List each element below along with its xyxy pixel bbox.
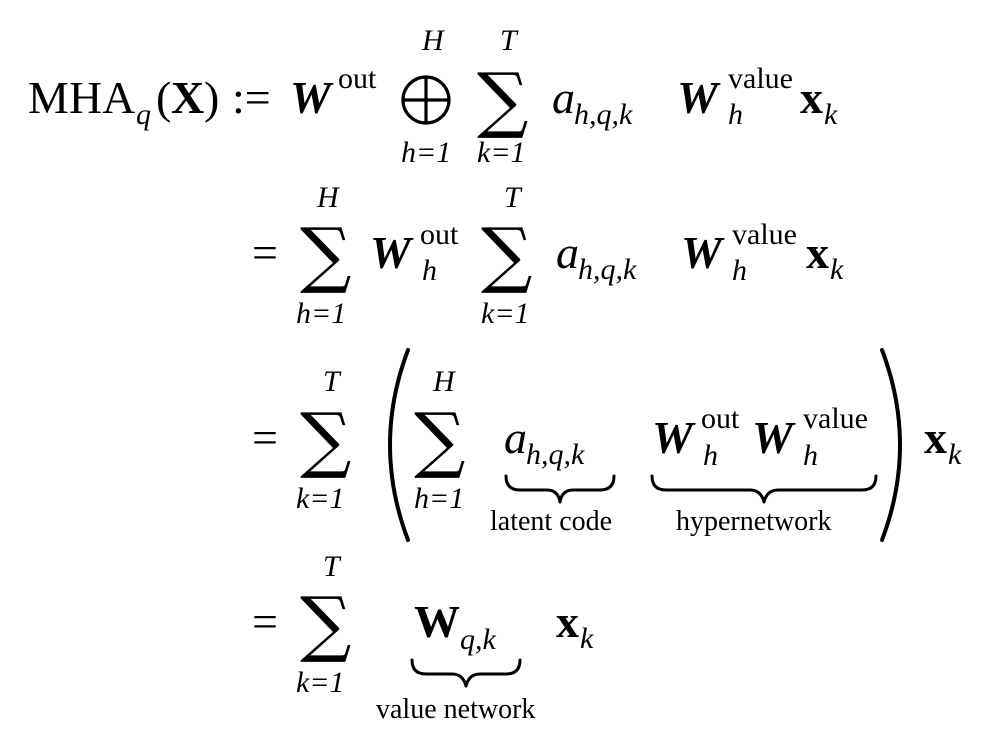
x-subscript: k	[830, 253, 844, 286]
sum-operator: ∑	[300, 212, 351, 296]
w-value-subscript: h	[732, 254, 747, 287]
sum-operator: ∑	[414, 397, 465, 481]
w-value-superscript: value	[732, 218, 797, 251]
direct-sum-upper-limit: H	[421, 24, 446, 57]
sum-upper-limit: T	[504, 181, 523, 214]
sum-upper-limit: H	[432, 365, 457, 398]
sum-lower-limit: k=1	[296, 666, 345, 699]
w-value-subscript: h	[728, 98, 743, 131]
define-operator: :=	[232, 72, 271, 123]
x-subscript: k	[948, 438, 962, 471]
lhs-subscript: q	[136, 98, 151, 131]
attention-symbol: a	[556, 227, 579, 278]
w-out-superscript: out	[338, 62, 377, 95]
hypernetwork-label: hypernetwork	[676, 506, 832, 537]
attention-subscript: h,q,k	[574, 98, 633, 131]
x-symbol: x	[556, 596, 579, 647]
underbrace-valuenet	[410, 658, 522, 688]
sum-lower-limit: k=1	[481, 297, 530, 330]
sum-upper-limit: T	[500, 24, 519, 57]
sum-lower-limit: h=1	[296, 297, 346, 330]
big-right-parenthesis	[880, 348, 902, 542]
lhs-close-paren: )	[204, 72, 219, 123]
w-qk-subscript: q,k	[460, 623, 497, 656]
w-out-subscript: h	[422, 254, 437, 287]
equals-sign: =	[252, 412, 278, 463]
attention-subscript: h,q,k	[526, 438, 585, 471]
w-value-superscript: value	[728, 62, 793, 95]
sum-lower-limit: k=1	[296, 482, 345, 515]
sum-lower-limit: k=1	[477, 136, 526, 169]
w-value-superscript: value	[803, 402, 868, 435]
sum-upper-limit: H	[316, 181, 341, 214]
x-subscript: k	[824, 98, 838, 131]
w-out-symbol: W	[652, 412, 696, 463]
big-left-parenthesis	[388, 348, 410, 542]
sum-operator: ∑	[481, 212, 532, 296]
w-out-subscript: h	[703, 439, 718, 472]
w-value-symbol: W	[677, 72, 721, 123]
w-value-subscript: h	[803, 439, 818, 472]
sum-operator: ∑	[300, 581, 351, 665]
w-qk-symbol: W	[414, 596, 460, 647]
equation-line-1: MHA q ( X ) := W out H h=1 ∑ T k=1 a h,q…	[28, 24, 838, 169]
lhs-argument: X	[171, 72, 204, 123]
w-out-symbol: W	[370, 227, 414, 278]
lhs-open-paren: (	[156, 72, 171, 123]
x-symbol: x	[924, 412, 947, 463]
sum-operator: ∑	[477, 57, 528, 141]
sum-lower-limit: h=1	[414, 482, 464, 515]
w-value-symbol: W	[681, 227, 725, 278]
w-out-superscript: out	[701, 402, 740, 435]
sum-upper-limit: T	[323, 365, 342, 398]
latent-code-label: latent code	[490, 506, 612, 537]
attention-symbol: a	[504, 412, 527, 463]
equals-sign: =	[252, 596, 278, 647]
direct-sum-lower-limit: h=1	[401, 136, 451, 169]
attention-subscript: h,q,k	[578, 253, 637, 286]
equation-line-2: = ∑ H h=1 W out h ∑ T k=1 a h,q,k W valu…	[252, 181, 844, 330]
lhs-function-name: MHA	[28, 72, 135, 123]
x-symbol: x	[800, 72, 823, 123]
underbrace-latent	[504, 474, 616, 504]
sum-upper-limit: T	[323, 550, 342, 583]
equals-sign: =	[252, 227, 278, 278]
direct-sum-operator	[401, 75, 451, 125]
attention-symbol: a	[552, 72, 575, 123]
w-value-symbol: W	[752, 412, 796, 463]
x-subscript: k	[580, 622, 594, 655]
value-network-label: value network	[376, 694, 535, 725]
equation-line-3: = ∑ T k=1 ∑ H h=1 a h,q,k latent code W …	[252, 348, 962, 542]
w-out-symbol: W	[290, 72, 334, 123]
sum-operator: ∑	[300, 397, 351, 481]
w-out-superscript: out	[420, 218, 459, 251]
underbrace-hyper	[650, 474, 878, 504]
equation-line-4: = ∑ T k=1 W q,k value network x k	[252, 550, 594, 725]
x-symbol: x	[806, 227, 829, 278]
